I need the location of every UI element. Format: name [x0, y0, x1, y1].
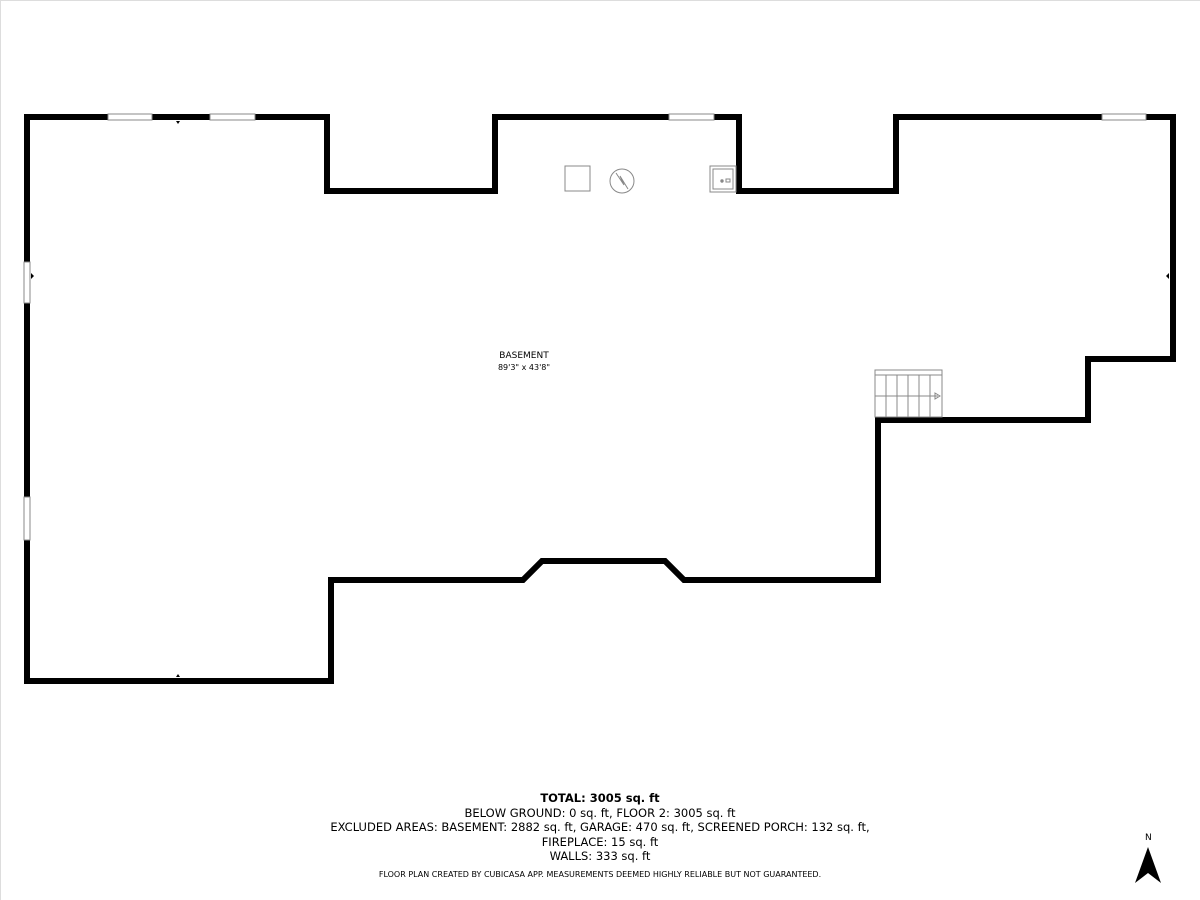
door-marker	[176, 674, 180, 677]
exterior-walls	[24, 114, 1176, 684]
utility-box-icon	[564, 165, 591, 192]
door-marker	[1166, 273, 1169, 279]
summary-line: WALLS: 333 sq. ft	[549, 849, 651, 863]
door-marker	[31, 273, 34, 279]
north-arrow-icon	[1135, 847, 1161, 883]
total-area: TOTAL: 3005 sq. ft	[540, 791, 660, 805]
north-label: N	[1145, 833, 1152, 843]
window	[209, 113, 256, 121]
door-markers	[31, 121, 1169, 677]
window	[23, 496, 31, 541]
summary-line: FIREPLACE: 15 sq. ft	[541, 834, 659, 849]
window	[107, 113, 153, 121]
summary-line: EXCLUDED AREAS: BASEMENT: 2882 sq. ft, G…	[330, 820, 870, 834]
disclaimer: FLOOR PLAN CREATED BY CUBICASA APP. MEAS…	[378, 870, 822, 879]
window	[23, 261, 31, 304]
stairs-icon	[874, 369, 943, 418]
water-heater-icon	[609, 168, 635, 194]
room-name: BASEMENT	[499, 351, 549, 361]
room-dimensions: 89'3" x 43'8"	[497, 363, 551, 372]
area-summary: TOTAL: 3005 sq. ft BELOW GROUND: 0 sq. f…	[0, 791, 1200, 864]
summary-line: BELOW GROUND: 0 sq. ft, FLOOR 2: 3005 sq…	[464, 805, 736, 820]
sink-icon	[709, 165, 737, 193]
door-marker	[176, 121, 180, 124]
windows	[23, 113, 1147, 541]
window	[668, 113, 715, 121]
window	[1101, 113, 1147, 121]
